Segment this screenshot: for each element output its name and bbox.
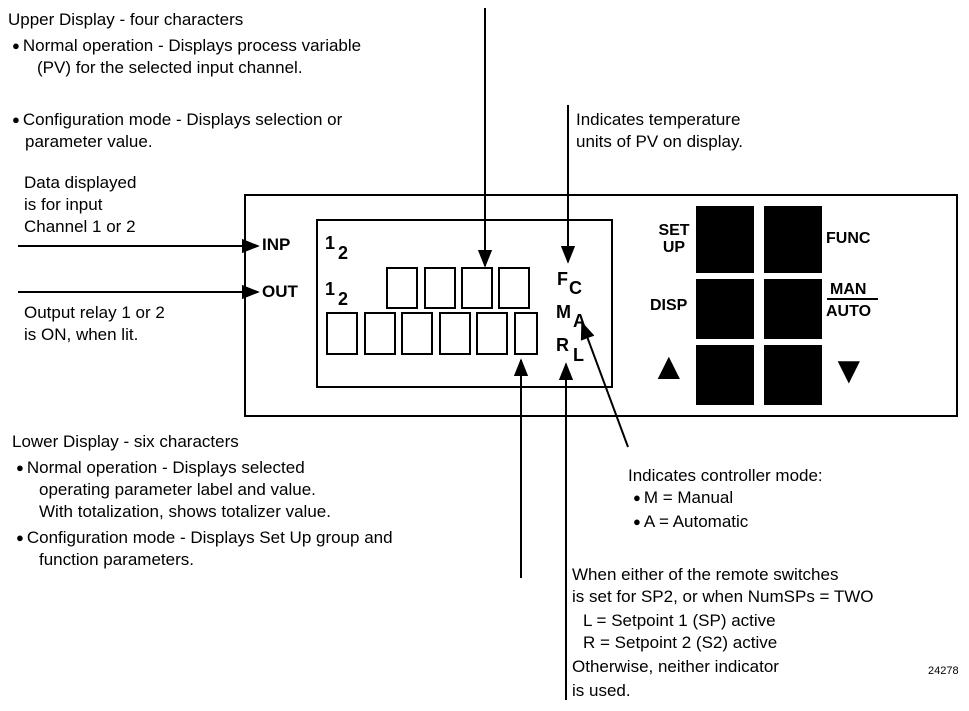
mode-note-title: Indicates controller mode:	[628, 466, 823, 485]
lower-bullet-normal: Normal operation - Displays selected	[16, 457, 305, 479]
lower-bullet-normal-cont1: operating parameter label and value.	[39, 480, 316, 499]
inp-note-line1: Data displayed	[24, 173, 137, 192]
upper-bullet-normal: Normal operation - Displays process vari…	[12, 35, 361, 57]
temp-unit-c: C	[569, 278, 582, 298]
remote-note-line4: R = Setpoint 2 (S2) active	[583, 633, 778, 652]
lower-display-title: Lower Display - six characters	[12, 432, 239, 451]
lower-display-cells	[326, 312, 538, 355]
remote-note-line2: is set for SP2, or when NumSPs = TWO	[572, 587, 874, 606]
lower-bullet-config: Configuration mode - Displays Set Up gro…	[16, 527, 393, 549]
remote-note-line1: When either of the remote switches	[572, 565, 839, 584]
controller-frame	[244, 194, 958, 417]
upper-bullet-config-cont: parameter value.	[25, 132, 153, 151]
mode-note-manual: M = Manual	[633, 487, 733, 509]
lower-bullet-normal-cont2: With totalization, shows totalizer value…	[39, 502, 331, 521]
up-arrow-icon: ▲	[650, 346, 688, 388]
temp-unit-f: F	[557, 269, 568, 289]
func-key-label: FUNC	[826, 230, 871, 247]
remote-note-line3: L = Setpoint 1 (SP) active	[583, 611, 776, 630]
setup-key-label-line1: SET	[658, 222, 690, 239]
out-note-line1: Output relay 1 or 2	[24, 303, 165, 322]
upper-display-title: Upper Display - four characters	[8, 10, 244, 29]
setup-key-label-line2: UP	[662, 239, 686, 256]
figure-number: 24278	[928, 665, 959, 677]
setpoint-indicator-l: L	[573, 345, 584, 365]
mode-note-auto: A = Automatic	[633, 511, 748, 533]
upper-bullet-config: Configuration mode - Displays selection …	[12, 109, 342, 131]
upper-bullet-normal-cont: (PV) for the selected input channel.	[37, 58, 303, 77]
temp-note-line1: Indicates temperature	[576, 110, 741, 129]
remote-note-line6: is used.	[572, 681, 631, 700]
upper-display-cells	[386, 267, 530, 309]
setpoint-indicator-r: R	[556, 335, 569, 355]
man-key-label: MAN	[830, 281, 867, 298]
remote-note-line5: Otherwise, neither indicator	[572, 657, 779, 676]
inp-note-line3: Channel 1 or 2	[24, 217, 136, 236]
temp-note-line2: units of PV on display.	[576, 132, 743, 151]
display-window	[316, 219, 613, 388]
inp-label: INP	[262, 235, 291, 254]
out-label: OUT	[262, 282, 298, 301]
keypad-buttons	[696, 206, 822, 405]
auto-key-label: AUTO	[826, 303, 872, 320]
out-note-line2: is ON, when lit.	[24, 325, 139, 344]
setup-key-label: SET UP	[654, 222, 694, 256]
lower-bullet-config-cont: function parameters.	[39, 550, 194, 569]
out-relay-2: 2	[338, 289, 349, 309]
mode-indicator-a: A	[573, 311, 586, 331]
mode-indicator-m: M	[556, 302, 571, 322]
down-arrow-icon: ▼	[830, 350, 868, 392]
out-relay-1: 1	[325, 279, 336, 299]
disp-key-label: DISP	[650, 297, 688, 314]
inp-note-line2: is for input	[24, 195, 103, 214]
inp-channel-1: 1	[325, 233, 336, 253]
inp-channel-2: 2	[338, 243, 349, 263]
